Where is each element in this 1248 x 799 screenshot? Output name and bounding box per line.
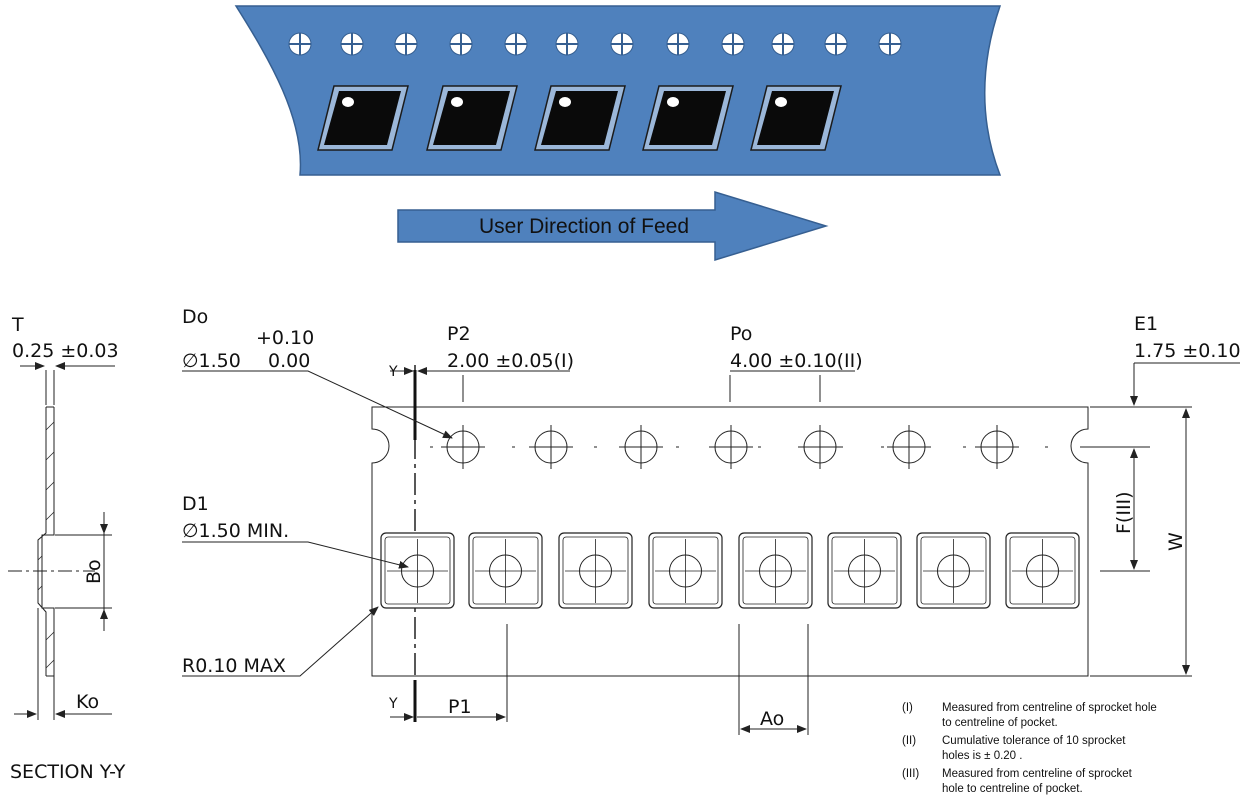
pocket xyxy=(468,532,543,609)
notes: (I) Measured from centreline of sprocket… xyxy=(902,702,1157,795)
pocket xyxy=(380,532,455,609)
note-2-line-1: Cumulative tolerance of 10 sprocket xyxy=(942,735,1126,747)
sprocket-hole xyxy=(610,32,634,56)
sprocket-hole xyxy=(709,425,753,469)
do-tolerance-plus: +0.10 xyxy=(256,327,314,349)
sprocket-hole xyxy=(666,32,690,56)
pockets xyxy=(317,85,842,151)
sprocket-holes-plan xyxy=(441,425,1019,469)
p2-label: P2 xyxy=(447,323,471,345)
sprocket-hole xyxy=(721,32,745,56)
sprocket-hole xyxy=(441,425,485,469)
sprocket-hole xyxy=(824,32,848,56)
e1-label: E1 xyxy=(1134,313,1158,335)
do-value: ∅1.50 xyxy=(182,350,241,372)
plan-labels: Do +0.10 ∅1.50 0.00 P2 2.00 ±0.05(I) Po … xyxy=(182,306,1241,730)
pocket xyxy=(1005,532,1080,609)
p2-value: 2.00 ±0.05(I) xyxy=(447,350,574,372)
pin1-marker xyxy=(451,97,463,107)
sprocket-hole xyxy=(504,32,528,56)
tape-illustration xyxy=(234,5,1002,176)
ko-label: Ko xyxy=(76,691,99,713)
sprocket-hole xyxy=(288,32,312,56)
feed-direction-label: User Direction of Feed xyxy=(479,215,689,238)
pockets-plan xyxy=(380,532,1080,609)
feed-direction-arrow: User Direction of Feed xyxy=(397,190,829,262)
po-label: Po xyxy=(730,323,752,345)
note-1-number: (I) xyxy=(902,702,913,714)
section-view xyxy=(8,362,115,720)
sprocket-hole xyxy=(798,425,842,469)
pocket xyxy=(558,532,633,609)
pin1-marker xyxy=(667,97,679,107)
t-value: 0.25 ±0.03 xyxy=(12,340,119,362)
sprocket-hole xyxy=(771,32,795,56)
radius-label: R0.10 MAX xyxy=(182,655,286,677)
note-2-number: (II) xyxy=(902,735,916,747)
y-label-top: Y xyxy=(388,364,398,380)
y-label-bottom: Y xyxy=(388,696,398,712)
po-value: 4.00 ±0.10(II) xyxy=(730,350,863,372)
pocket xyxy=(534,85,626,151)
sprocket-hole xyxy=(878,32,902,56)
tape-plan-view xyxy=(371,365,1089,722)
pin1-marker xyxy=(342,97,354,107)
pin1-marker xyxy=(775,97,787,107)
sprocket-hole xyxy=(975,425,1019,469)
pocket xyxy=(738,532,813,609)
p1-label: P1 xyxy=(448,696,472,718)
sprocket-hole xyxy=(449,32,473,56)
sprocket-hole xyxy=(340,32,364,56)
pin1-marker xyxy=(559,97,571,107)
note-1-line-2: to centreline of pocket. xyxy=(942,717,1058,729)
f-label: F(III) xyxy=(1113,491,1135,534)
sprocket-holes xyxy=(288,32,902,56)
pocket xyxy=(750,85,842,151)
t-label: T xyxy=(11,314,24,336)
pocket xyxy=(317,85,409,151)
e1-value: 1.75 ±0.10 xyxy=(1134,340,1241,362)
w-label: W xyxy=(1165,532,1187,551)
section-title: SECTION Y-Y xyxy=(10,761,126,783)
note-3-number: (III) xyxy=(902,768,919,780)
note-2-line-2: holes is ± 0.20 . xyxy=(942,750,1022,762)
pocket xyxy=(642,85,734,151)
pocket xyxy=(426,85,518,151)
sprocket-hole xyxy=(394,32,418,56)
d1-label: D1 xyxy=(182,493,209,515)
note-3-line-2: hole to centreline of pocket. xyxy=(942,783,1083,795)
do-label: Do xyxy=(182,306,208,328)
sprocket-hole xyxy=(529,425,573,469)
sprocket-hole xyxy=(887,425,931,469)
ao-label: Ao xyxy=(760,708,784,730)
bo-label: Bo xyxy=(83,559,105,584)
pocket xyxy=(648,532,723,609)
sprocket-hole xyxy=(555,32,579,56)
note-3-line-1: Measured from centreline of sprocket xyxy=(942,768,1133,780)
d1-value: ∅1.50 MIN. xyxy=(182,520,289,542)
do-tolerance-minus: 0.00 xyxy=(268,350,310,372)
pocket xyxy=(827,532,902,609)
note-1-line-1: Measured from centreline of sprocket hol… xyxy=(942,702,1157,714)
plan-dimensions xyxy=(182,362,1240,735)
pocket xyxy=(916,532,991,609)
sprocket-hole xyxy=(619,425,663,469)
